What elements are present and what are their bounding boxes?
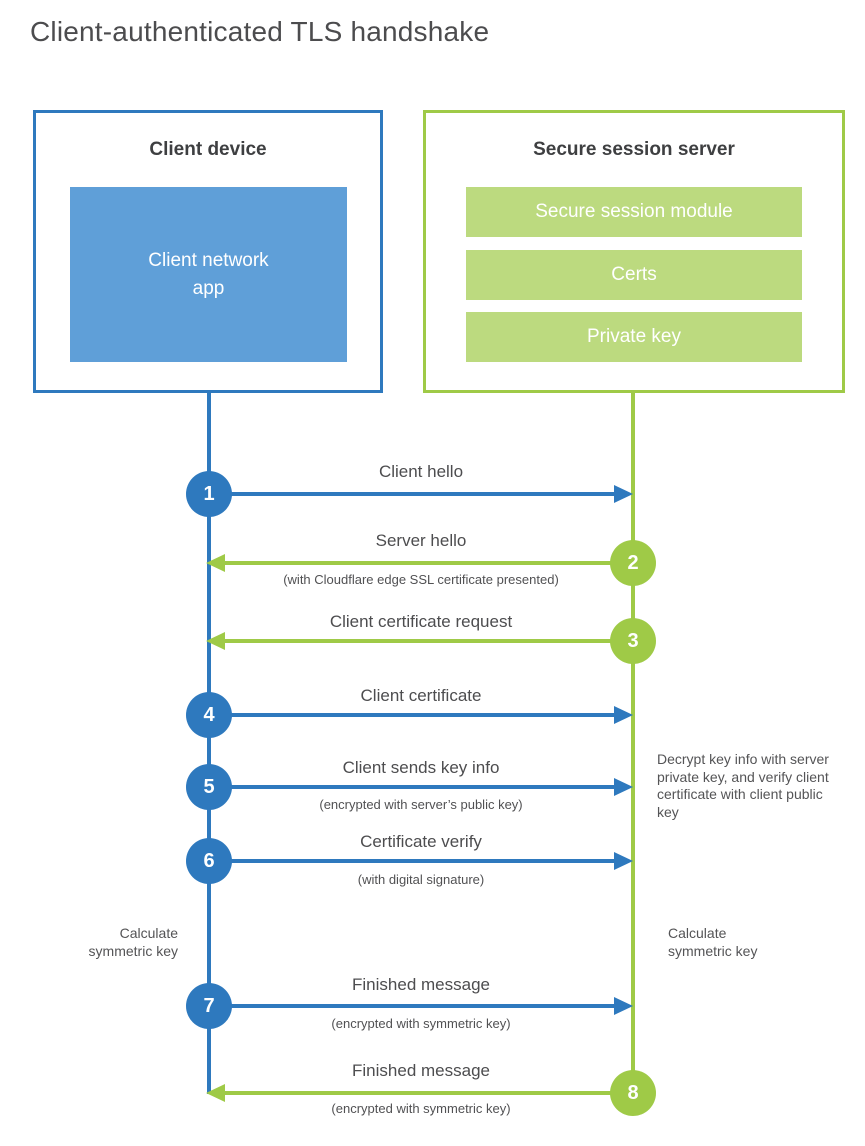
step-4-circle: 4 [186, 692, 232, 738]
secure-session-module-bar: Secure session module [466, 187, 802, 237]
secure-session-server-title: Secure session server [533, 139, 735, 160]
arrow-shaft [209, 1004, 618, 1008]
arrowhead-right-icon [614, 485, 633, 503]
step-2-sublabel: (with Cloudflare edge SSL certificate pr… [283, 572, 559, 587]
secure-session-server-box: Secure session server Secure session mod… [423, 110, 845, 393]
arrow-shaft [209, 713, 618, 717]
server-lifeline [631, 391, 635, 1093]
step-6-label: Certificate verify [360, 832, 482, 851]
step-8-circle: 8 [610, 1070, 656, 1116]
arrow-shaft [209, 859, 618, 863]
step-2-label: Server hello [375, 531, 467, 550]
calculate-symmetric-key-right: Calculate symmetric key [668, 925, 758, 959]
step-5-circle: 5 [186, 764, 232, 810]
step-7-label: Finished message [352, 975, 490, 994]
step-2-circle: 2 [610, 540, 656, 586]
step-4-arrow [209, 706, 633, 724]
step-5-arrow [209, 778, 633, 796]
client-lifeline [207, 391, 211, 1094]
step-1-label: Client hello [378, 462, 464, 481]
page-title: Client-authenticated TLS handshake [30, 16, 490, 47]
step-6-sublabel: (with digital signature) [357, 872, 485, 887]
decrypt-note: Decrypt key info with server private key… [657, 751, 829, 820]
arrowhead-right-icon [614, 852, 633, 870]
certs-bar: Certs [466, 250, 802, 300]
step-6-arrow [209, 852, 633, 870]
client-device-box: Client device Client network app [33, 110, 383, 393]
step-3-label: Client certificate request [329, 612, 513, 631]
step-7-arrow [209, 997, 633, 1015]
step-3-circle: 3 [610, 618, 656, 664]
arrow-shaft [209, 492, 618, 496]
step-5-label: Client sends key info [342, 758, 500, 777]
step-6-circle: 6 [186, 838, 232, 884]
arrowhead-left-icon [206, 554, 225, 572]
calculate-symmetric-key-left: Calculate symmetric key [88, 925, 178, 959]
arrow-shaft [224, 561, 633, 565]
arrow-shaft [224, 639, 633, 643]
step-8-sublabel: (encrypted with symmetric key) [331, 1101, 511, 1116]
client-device-title: Client device [149, 139, 267, 160]
step-8-label: Finished message [352, 1061, 490, 1080]
step-4-label: Client certificate [360, 686, 482, 705]
arrow-shaft [224, 1091, 633, 1095]
arrowhead-right-icon [614, 997, 633, 1015]
client-network-app-box: Client network app [70, 187, 347, 362]
step-1-circle: 1 [186, 471, 232, 517]
arrowhead-right-icon [614, 706, 633, 724]
arrowhead-left-icon [206, 1084, 225, 1102]
step-7-circle: 7 [186, 983, 232, 1029]
step-3-arrow [206, 632, 633, 650]
step-1-arrow [209, 485, 633, 503]
arrowhead-right-icon [614, 778, 633, 796]
private-key-bar: Private key [466, 312, 802, 362]
step-8-arrow [206, 1084, 633, 1102]
step-7-sublabel: (encrypted with symmetric key) [331, 1016, 511, 1031]
arrowhead-left-icon [206, 632, 225, 650]
arrow-shaft [209, 785, 618, 789]
step-2-arrow [206, 554, 633, 572]
step-5-sublabel: (encrypted with server’s public key) [319, 797, 523, 812]
